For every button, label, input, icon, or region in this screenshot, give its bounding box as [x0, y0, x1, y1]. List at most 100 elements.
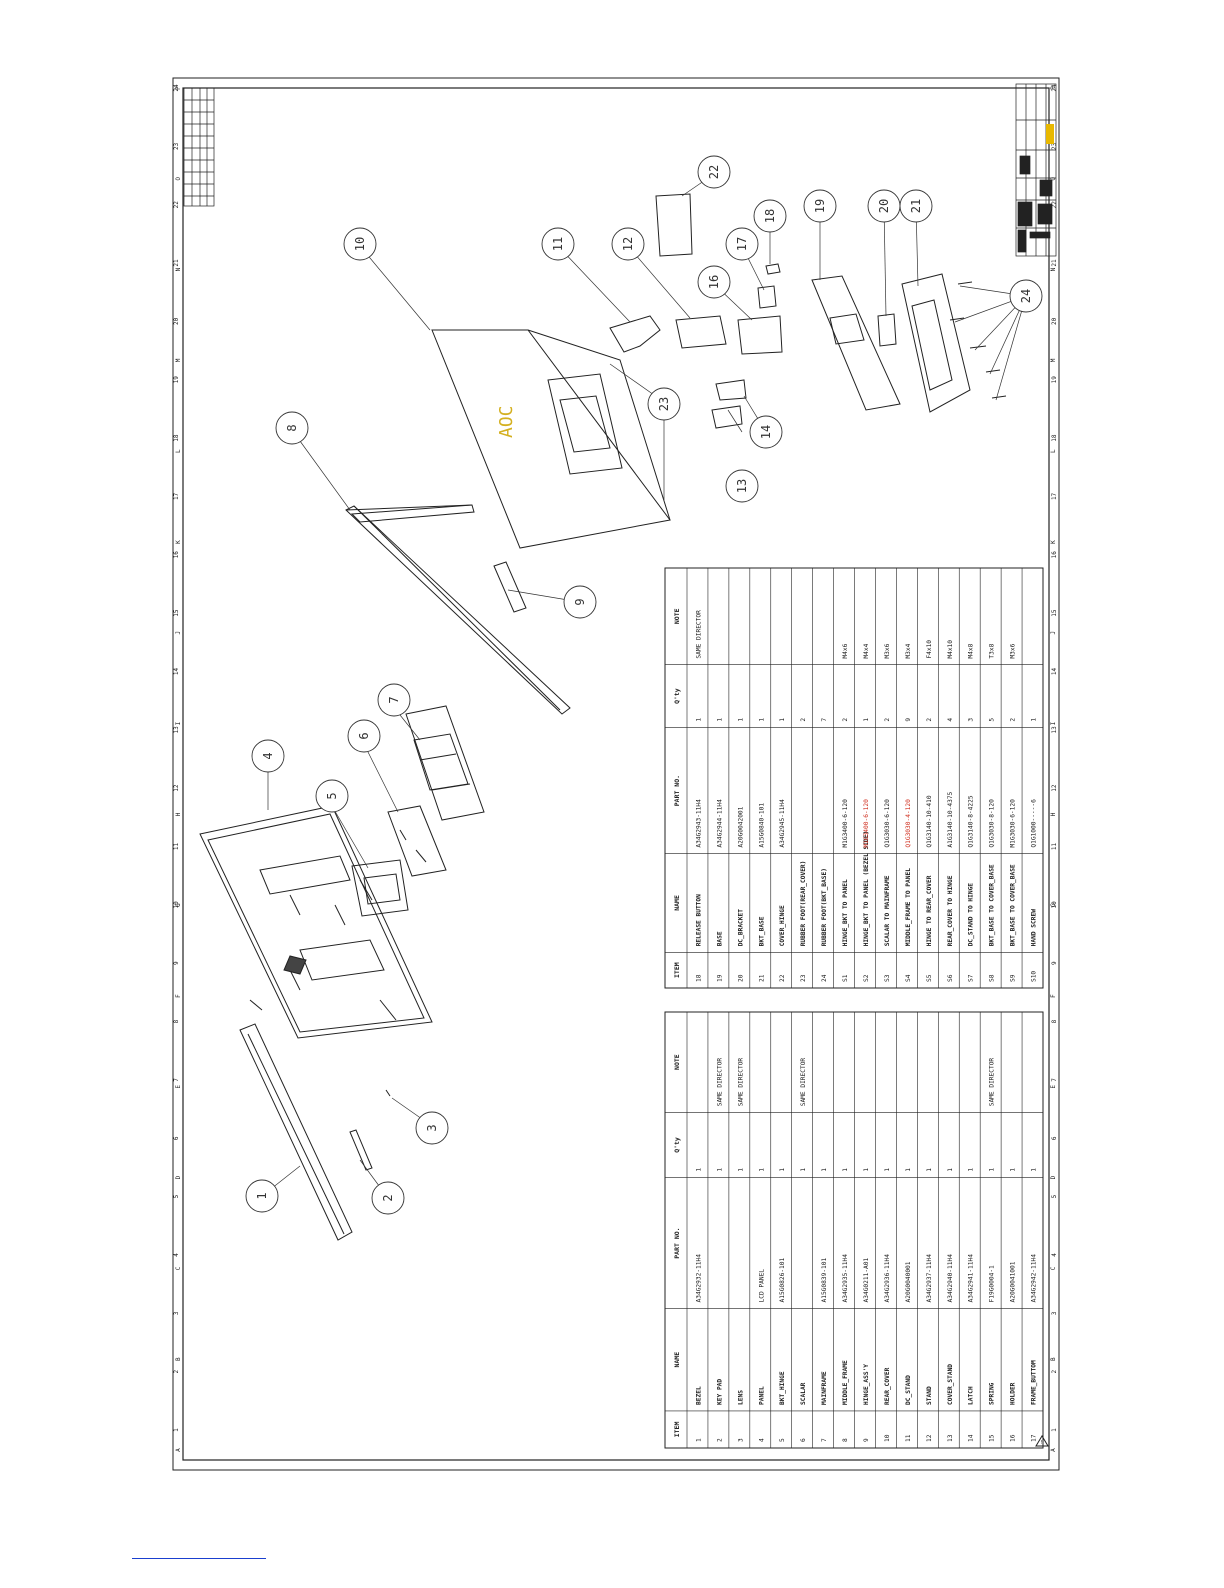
table-cell-name: MIDDLE_FRAME TO PANEL — [905, 868, 912, 947]
zone-letter: L — [1050, 449, 1057, 453]
table-cell-name: SPRING — [989, 1382, 996, 1405]
table-cell-item: 10 — [884, 1434, 891, 1442]
balloon-number: 20 — [877, 199, 891, 213]
table-cell-note: M3x4 — [905, 643, 912, 658]
balloon-number: 17 — [735, 237, 749, 251]
zone-number: 15 — [173, 609, 180, 617]
table-cell-part_no: Q1G3140-10-410 — [926, 795, 933, 847]
table-cell-name: DC_STAND TO HINGE — [968, 883, 975, 947]
zone-number: 6 — [1051, 1136, 1058, 1140]
table-cell-part_no: Q1G3030-4-120 — [905, 799, 912, 848]
balloon-number: 3 — [425, 1124, 439, 1131]
table-cell-qty: 1 — [695, 718, 702, 722]
table-cell-item: 1 — [695, 1438, 702, 1442]
zone-letter: P — [175, 86, 182, 90]
table-cell-name: HAND SCREW — [1031, 909, 1038, 947]
table-cell-qty: 5 — [989, 718, 996, 722]
zone-number: 8 — [173, 1019, 180, 1023]
table-cell-note: SAME DIRECTOR — [716, 1058, 723, 1107]
zone-number: 10 — [173, 901, 180, 909]
balloon-16: 16 — [697, 265, 731, 299]
table-cell-qty: 1 — [779, 1168, 786, 1172]
table-cell-qty: 2 — [1010, 718, 1017, 722]
zone-number: 14 — [173, 667, 180, 675]
zone-number: 19 — [1051, 376, 1058, 384]
table-cell-item: 5 — [779, 1438, 786, 1442]
table-cell-part_no: A15G0826-101 — [779, 1258, 786, 1303]
zone-number: 16 — [173, 551, 180, 559]
table-cell-note: M4x6 — [842, 643, 849, 658]
balloon-number: 11 — [551, 237, 565, 251]
table-cell-item: 22 — [779, 974, 786, 982]
table-cell-qty: 1 — [989, 1168, 996, 1172]
table-cell-item: 20 — [737, 974, 744, 982]
table-cell-name: BKT_HINGE — [779, 1371, 786, 1405]
zone-letter: K — [175, 540, 182, 544]
table-cell-name: COVER_HINGE — [779, 905, 786, 946]
table-cell-note: SAME DIRECTOR — [737, 1058, 744, 1107]
zone-number: 3 — [1051, 1311, 1058, 1315]
table-cell-name: HINGE_ASS'Y — [863, 1364, 870, 1405]
table-cell-note: SAME DIRECTOR — [800, 1058, 807, 1107]
zone-letter: K — [1050, 540, 1057, 544]
zone-number: 10 — [1051, 901, 1058, 909]
table-cell-name: STAND — [926, 1386, 933, 1405]
table-cell-name: BKT_BASE — [758, 916, 765, 946]
zone-number: 4 — [1051, 1253, 1058, 1257]
balloon-22: 22 — [697, 155, 731, 189]
balloon-19: 19 — [803, 189, 837, 223]
table-cell-item: 24 — [821, 974, 828, 982]
zone-letter: D — [1050, 1175, 1057, 1179]
table-cell-qty: 1 — [863, 1168, 870, 1172]
balloon-number: 1 — [255, 1192, 269, 1199]
table-cell-part_no: F19G0004-1 — [989, 1265, 996, 1303]
table-cell-note: T3x8 — [989, 643, 996, 658]
table-cell-name: DC_BRACKET — [737, 909, 744, 947]
table-cell-qty: 1 — [716, 1168, 723, 1172]
balloon-number: 19 — [813, 199, 827, 213]
zone-number: 20 — [173, 317, 180, 325]
table-cell-part_no: A34G2941-11H4 — [968, 1254, 975, 1303]
table-cell-note: M4x8 — [968, 643, 975, 658]
balloon-24: 24 — [1009, 279, 1043, 313]
table-cell-qty: 1 — [758, 718, 765, 722]
table-cell-item: 23 — [800, 974, 807, 982]
table-cell-qty: 2 — [926, 718, 933, 722]
zone-letter: G — [1050, 903, 1057, 907]
table-cell-name: FRAME_BUTTOM — [1031, 1360, 1038, 1405]
table-cell-name: PANEL — [758, 1386, 765, 1405]
table-cell-item: S10 — [1031, 971, 1038, 982]
table-cell-item: S7 — [968, 974, 975, 982]
table-cell-note: SAME DIRECTOR — [989, 1058, 996, 1107]
balloon-number: 18 — [763, 209, 777, 223]
zone-number: 14 — [1051, 667, 1058, 675]
balloon-number: 16 — [707, 275, 721, 289]
zone-letter: A — [175, 1448, 182, 1452]
balloon-6: 6 — [347, 719, 381, 753]
zone-number: 4 — [173, 1253, 180, 1257]
table-cell-item: 13 — [947, 1434, 954, 1442]
table-cell-qty: 9 — [905, 718, 912, 722]
table-header: NAME — [673, 1352, 681, 1368]
table-cell-qty: 1 — [716, 718, 723, 722]
svg-text:!: ! — [1040, 1440, 1043, 1446]
table-cell-item: 14 — [968, 1434, 975, 1442]
table-cell-name: REAR_COVER TO HINGE — [947, 875, 954, 946]
table-cell-part_no: A1G3140-10-4375 — [947, 791, 954, 847]
zone-letter: D — [175, 1175, 182, 1179]
table-cell-name: RUBBER FOOT(BKT_BASE) — [821, 868, 828, 946]
zone-letter: H — [175, 812, 182, 816]
table-cell-item: 16 — [1010, 1434, 1017, 1442]
table-cell-item: 17 — [1031, 1434, 1038, 1442]
table-cell-item: S9 — [1010, 974, 1017, 982]
table-cell-name: MIDDLE_FRAME — [842, 1360, 849, 1405]
zone-number: 20 — [1051, 317, 1058, 325]
table-cell-name: SCALAR — [800, 1382, 807, 1405]
zone-number: 12 — [1051, 784, 1058, 792]
table-cell-part_no: Q1G1000-----6 — [1031, 799, 1038, 848]
table-cell-item: 11 — [905, 1434, 912, 1442]
